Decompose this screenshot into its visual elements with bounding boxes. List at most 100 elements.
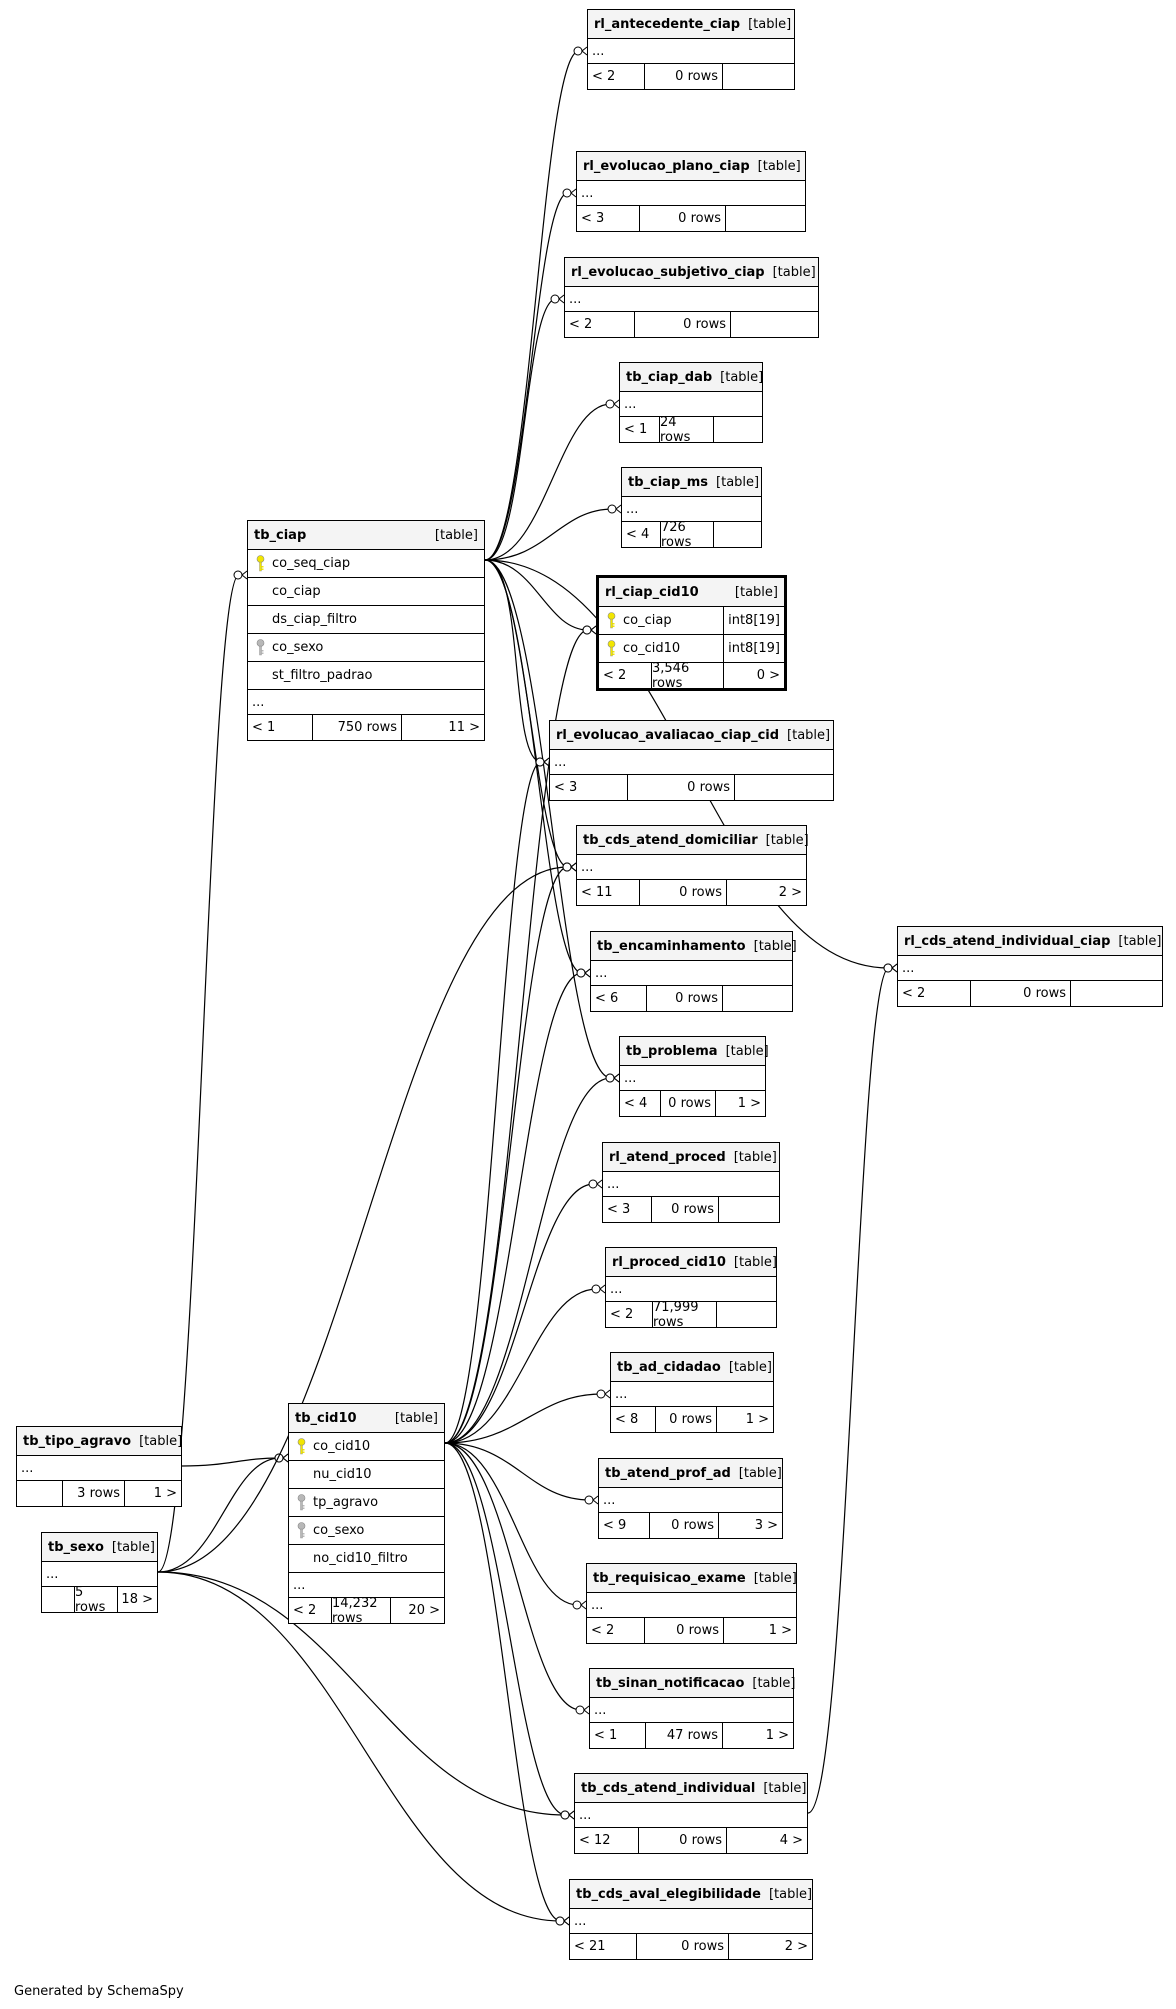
parents-count[interactable]: < 3 bbox=[607, 1202, 631, 1217]
column-row[interactable]: no_cid10_filtro bbox=[289, 1545, 444, 1573]
parents-count[interactable]: < 9 bbox=[603, 1518, 627, 1533]
table-name[interactable]: rl_ciap_cid10 bbox=[605, 584, 699, 600]
children-count[interactable]: 2 > bbox=[784, 1939, 808, 1954]
parents-count[interactable]: < 12 bbox=[579, 1833, 611, 1848]
column-row[interactable]: co_sexo bbox=[248, 634, 484, 662]
table-name[interactable]: tb_ad_cidadao bbox=[617, 1359, 721, 1375]
children-count[interactable]: 2 > bbox=[778, 885, 802, 900]
table-name[interactable]: tb_problema bbox=[626, 1043, 718, 1059]
parents-count[interactable]: < 2 bbox=[592, 69, 616, 84]
children-count[interactable] bbox=[717, 1302, 776, 1327]
children-count[interactable]: 4 > bbox=[779, 1833, 803, 1848]
table-rl-evolucao-avaliacao-ciap-cid[interactable]: rl_evolucao_avaliacao_ciap_cid[table]...… bbox=[549, 720, 834, 801]
table-rl-cds-atend-individual-ciap[interactable]: rl_cds_atend_individual_ciap[table]...< … bbox=[897, 926, 1163, 1007]
table-name[interactable]: rl_evolucao_plano_ciap bbox=[583, 158, 750, 174]
children-count[interactable] bbox=[719, 1197, 779, 1222]
column-row[interactable]: co_seq_ciap bbox=[248, 550, 484, 578]
parents-count[interactable]: < 6 bbox=[595, 991, 619, 1006]
parents-count[interactable]: < 2 bbox=[902, 986, 926, 1001]
parents-count[interactable]: < 4 bbox=[626, 527, 650, 542]
column-row[interactable]: nu_cid10 bbox=[289, 1461, 444, 1489]
parents-count[interactable]: < 1 bbox=[624, 422, 648, 437]
children-count[interactable] bbox=[714, 522, 761, 547]
table-name[interactable]: tb_sexo bbox=[48, 1539, 104, 1555]
table-name[interactable]: tb_cid10 bbox=[295, 1410, 357, 1426]
table-name[interactable]: tb_cds_aval_elegibilidade bbox=[576, 1886, 761, 1902]
table-name[interactable]: tb_encaminhamento bbox=[597, 938, 746, 954]
table-name[interactable]: rl_evolucao_avaliacao_ciap_cid bbox=[556, 727, 780, 743]
children-count[interactable] bbox=[723, 986, 792, 1011]
parents-count[interactable]: < 1 bbox=[252, 720, 276, 735]
table-name[interactable]: tb_requisicao_exame bbox=[593, 1570, 746, 1586]
children-count[interactable]: 1 > bbox=[153, 1486, 177, 1501]
column-row[interactable]: tp_agravo bbox=[289, 1489, 444, 1517]
children-count[interactable]: 1 > bbox=[768, 1623, 792, 1638]
parents-count[interactable]: < 3 bbox=[581, 211, 605, 226]
parents-count[interactable]: < 21 bbox=[574, 1939, 606, 1954]
parents-count[interactable]: < 11 bbox=[581, 885, 613, 900]
table-name[interactable]: tb_cds_atend_individual bbox=[581, 1780, 756, 1796]
children-count[interactable]: 0 > bbox=[756, 668, 780, 683]
parents-count[interactable] bbox=[17, 1481, 62, 1506]
parents-count[interactable]: < 2 bbox=[569, 317, 593, 332]
children-count[interactable]: 18 > bbox=[121, 1592, 153, 1607]
parents-count[interactable]: < 1 bbox=[594, 1728, 618, 1743]
parents-count[interactable]: < 2 bbox=[603, 668, 627, 683]
table-name[interactable]: rl_evolucao_subjetivo_ciap bbox=[571, 264, 765, 280]
table-name[interactable]: tb_ciap bbox=[254, 527, 307, 543]
table-name[interactable]: tb_cds_atend_domiciliar bbox=[583, 832, 758, 848]
children-count[interactable] bbox=[726, 206, 805, 231]
table-name[interactable]: tb_tipo_agravo bbox=[23, 1433, 132, 1449]
column-row[interactable]: co_ciap bbox=[248, 578, 484, 606]
column-row[interactable]: st_filtro_padrao bbox=[248, 662, 484, 690]
children-count[interactable] bbox=[735, 775, 833, 800]
column-row[interactable]: co_cid10 bbox=[289, 1433, 444, 1461]
children-count[interactable] bbox=[731, 312, 818, 337]
children-count[interactable]: 1 > bbox=[737, 1096, 761, 1111]
table-name[interactable]: rl_cds_atend_individual_ciap bbox=[904, 933, 1111, 949]
children-count[interactable]: 11 > bbox=[448, 720, 480, 735]
table-name[interactable]: tb_ciap_dab bbox=[626, 369, 713, 385]
table-name[interactable]: tb_ciap_ms bbox=[628, 474, 709, 490]
children-count[interactable]: 1 > bbox=[765, 1728, 789, 1743]
parents-count[interactable]: < 3 bbox=[554, 780, 578, 795]
children-count[interactable] bbox=[723, 64, 794, 89]
children-count[interactable]: 3 > bbox=[754, 1518, 778, 1533]
table-name[interactable]: tb_sinan_notificacao bbox=[596, 1675, 745, 1691]
column-row[interactable]: ds_ciap_filtro bbox=[248, 606, 484, 634]
table-name[interactable]: rl_proced_cid10 bbox=[612, 1254, 726, 1270]
table-name[interactable]: rl_antecedente_ciap bbox=[594, 16, 741, 32]
children-count[interactable] bbox=[714, 417, 762, 442]
table-name[interactable]: tb_atend_prof_ad bbox=[605, 1465, 731, 1481]
parents-count[interactable]: < 2 bbox=[610, 1307, 634, 1322]
children-count[interactable]: 1 > bbox=[745, 1412, 769, 1427]
parents-count[interactable]: < 4 bbox=[624, 1096, 648, 1111]
parents-count[interactable]: < 8 bbox=[615, 1412, 639, 1427]
parents-count[interactable]: < 2 bbox=[293, 1603, 317, 1618]
parents-count[interactable]: < 2 bbox=[591, 1623, 615, 1638]
children-count[interactable]: 20 > bbox=[408, 1603, 440, 1618]
